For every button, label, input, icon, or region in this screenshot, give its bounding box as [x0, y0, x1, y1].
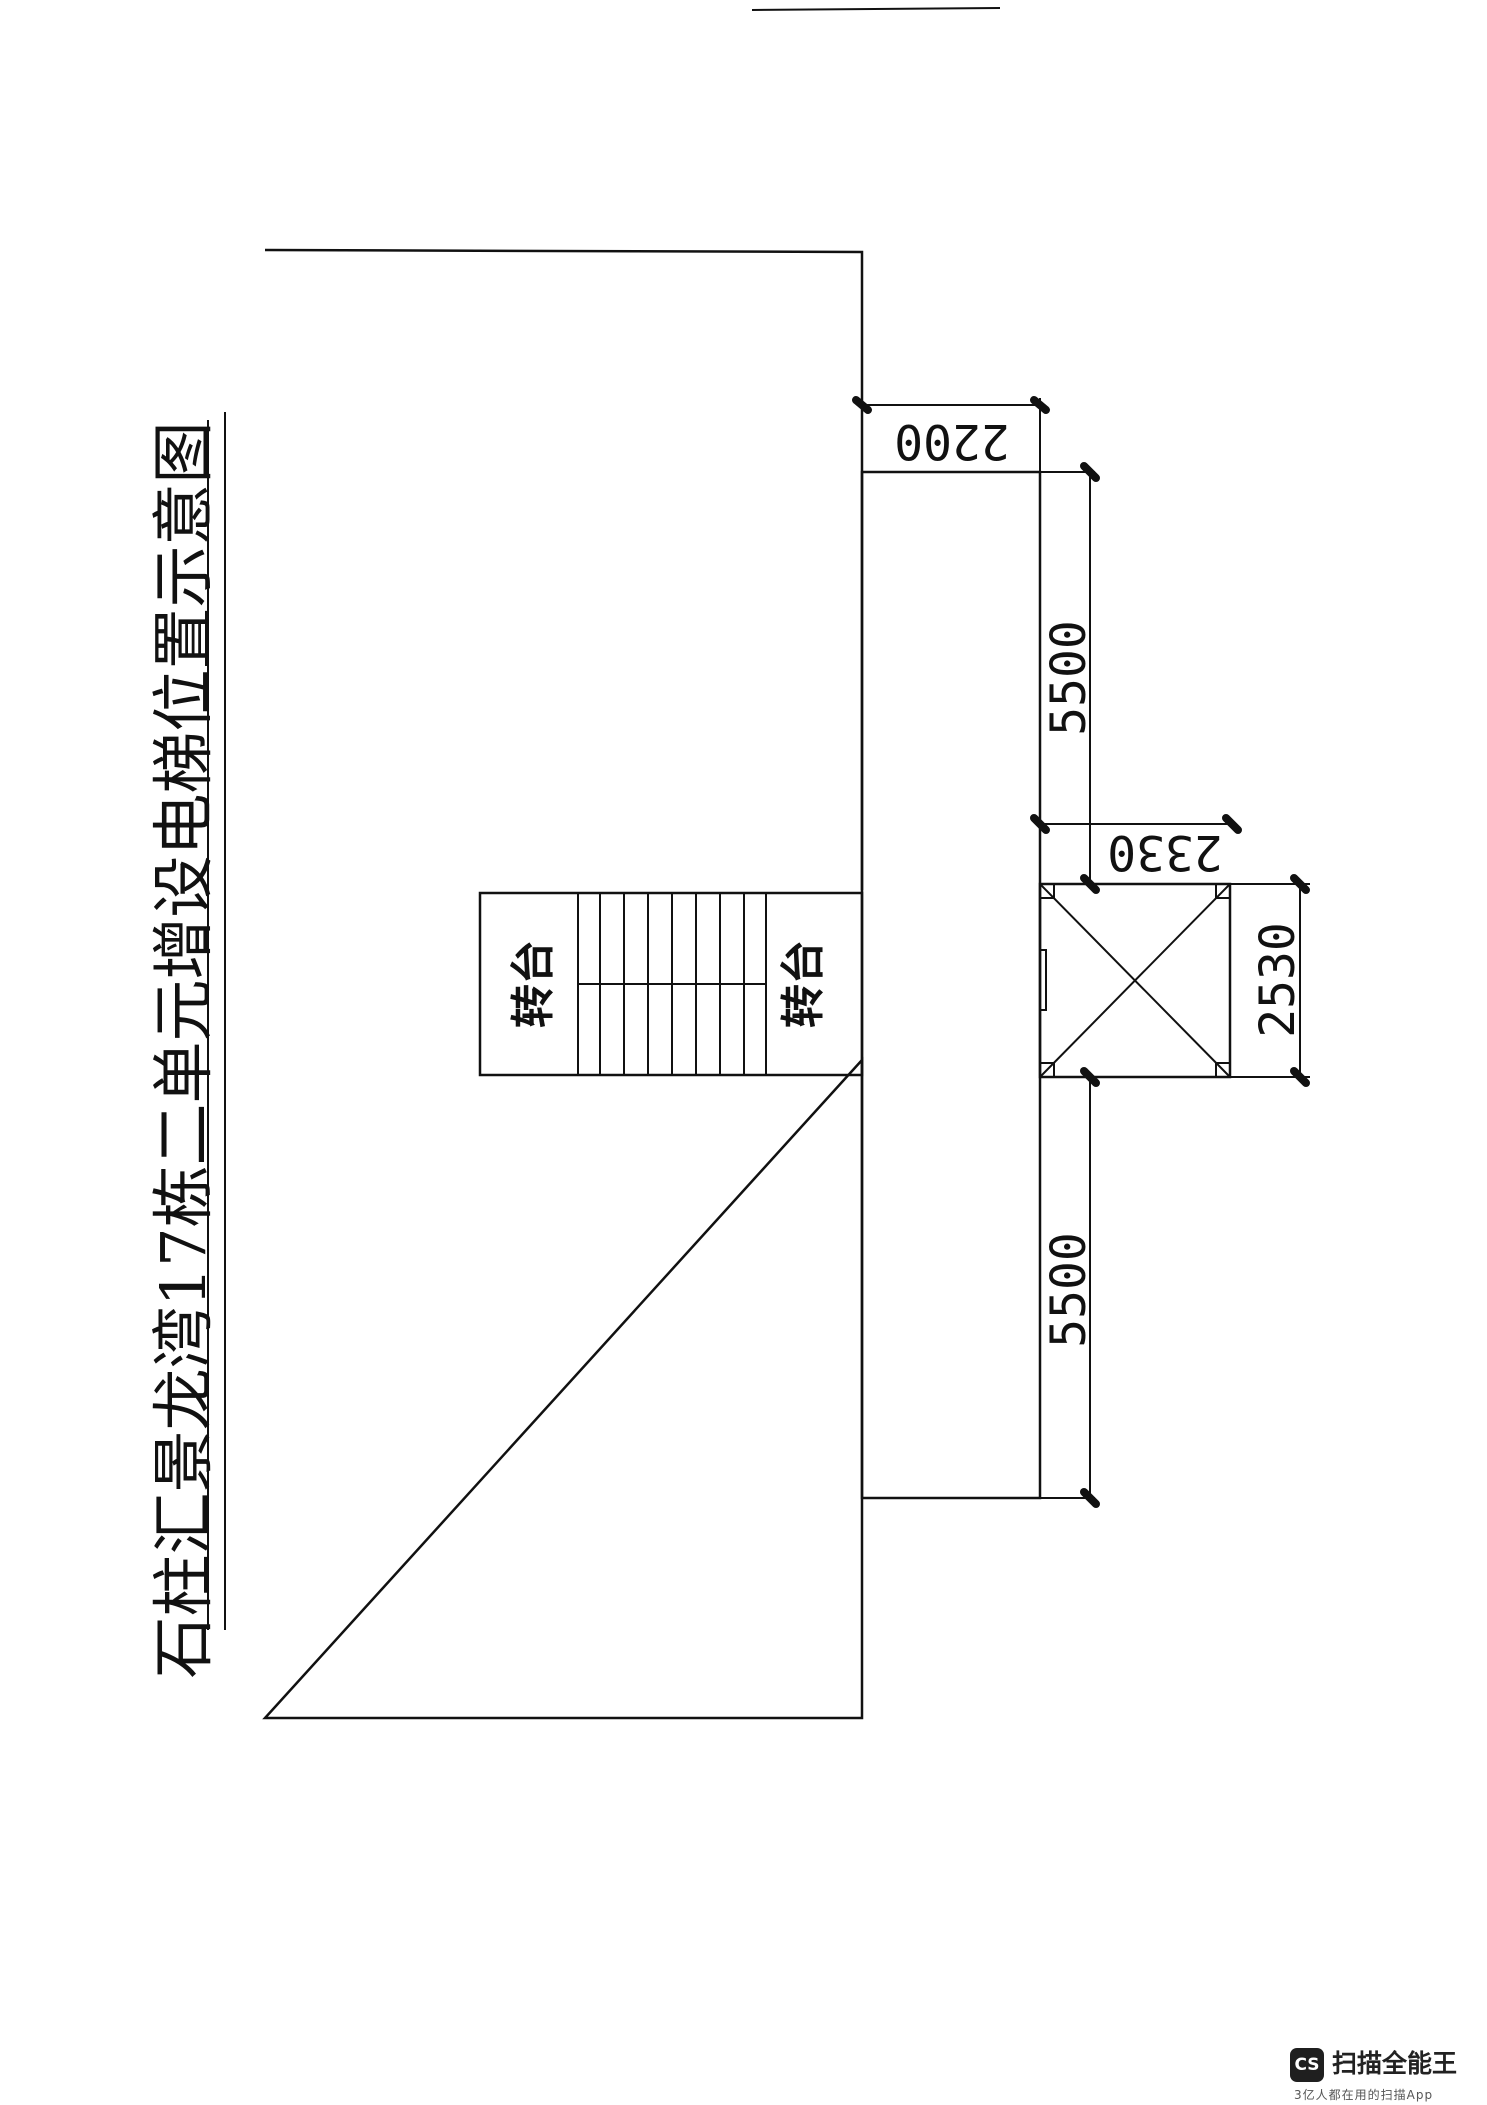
dimension-5500-upper: 5500 — [1040, 462, 1100, 894]
dimension-2200: 2200 — [852, 396, 1050, 472]
dimension-2530: 2530 — [1230, 874, 1310, 1087]
elevator-door — [1039, 949, 1047, 1011]
dim-2200-label: 2200 — [894, 413, 1010, 469]
landing-label-right-group: 转台 — [778, 940, 829, 1028]
shaft-corner — [1039, 1062, 1055, 1078]
shaft-diagonal-2 — [1039, 883, 1231, 1078]
dim-tick — [1030, 814, 1050, 834]
dim-tick — [1290, 874, 1310, 894]
dimension-2330: 2330 — [1030, 814, 1242, 884]
diagram-title: 石柱汇景龙湾17栋二单元增设电梯位置示意图 — [147, 422, 220, 1679]
dim-2530-label: 2530 — [1250, 922, 1306, 1038]
scanner-watermark: CS 扫描全能王 3亿人都在用的扫描App — [1290, 2046, 1480, 2102]
watermark-app-name: 扫描全能王 — [1332, 2049, 1458, 2078]
watermark-tagline: 3亿人都在用的扫描App — [1294, 2088, 1434, 2102]
scan-artifact-line — [751, 7, 1001, 11]
camscanner-logo-icon: CS — [1290, 2048, 1324, 2082]
dim-2330-label: 2330 — [1107, 824, 1223, 880]
shaft-corner — [1215, 1062, 1231, 1078]
dim-tick — [1080, 1067, 1100, 1087]
dim-5500-lower-label: 5500 — [1041, 1232, 1097, 1348]
added-corridor-hatched — [860, 470, 1042, 1500]
landing-label-right: 转台 — [778, 940, 829, 1028]
staircase — [478, 891, 864, 1077]
dim-tick — [1080, 462, 1100, 482]
building-outline — [262, 248, 864, 1720]
dim-5500-upper-label: 5500 — [1041, 620, 1097, 736]
dimension-5500-lower: 5500 — [1040, 1067, 1100, 1508]
dim-tick — [1222, 814, 1242, 834]
dim-tick — [1290, 1067, 1310, 1087]
dim-tick — [1080, 874, 1100, 894]
dim-tick — [1030, 396, 1050, 414]
dim-tick — [1080, 1488, 1100, 1508]
shaft-corner — [1215, 883, 1231, 899]
dim-tick — [852, 396, 872, 414]
landing-label-left-group: 转台 — [508, 940, 559, 1028]
title-group: 石柱汇景龙湾17栋二单元增设电梯位置示意图 — [147, 422, 220, 1679]
landing-label-left: 转台 — [508, 940, 559, 1028]
shaft-corner — [1039, 883, 1055, 899]
elevator-shaft — [1038, 882, 1232, 1079]
